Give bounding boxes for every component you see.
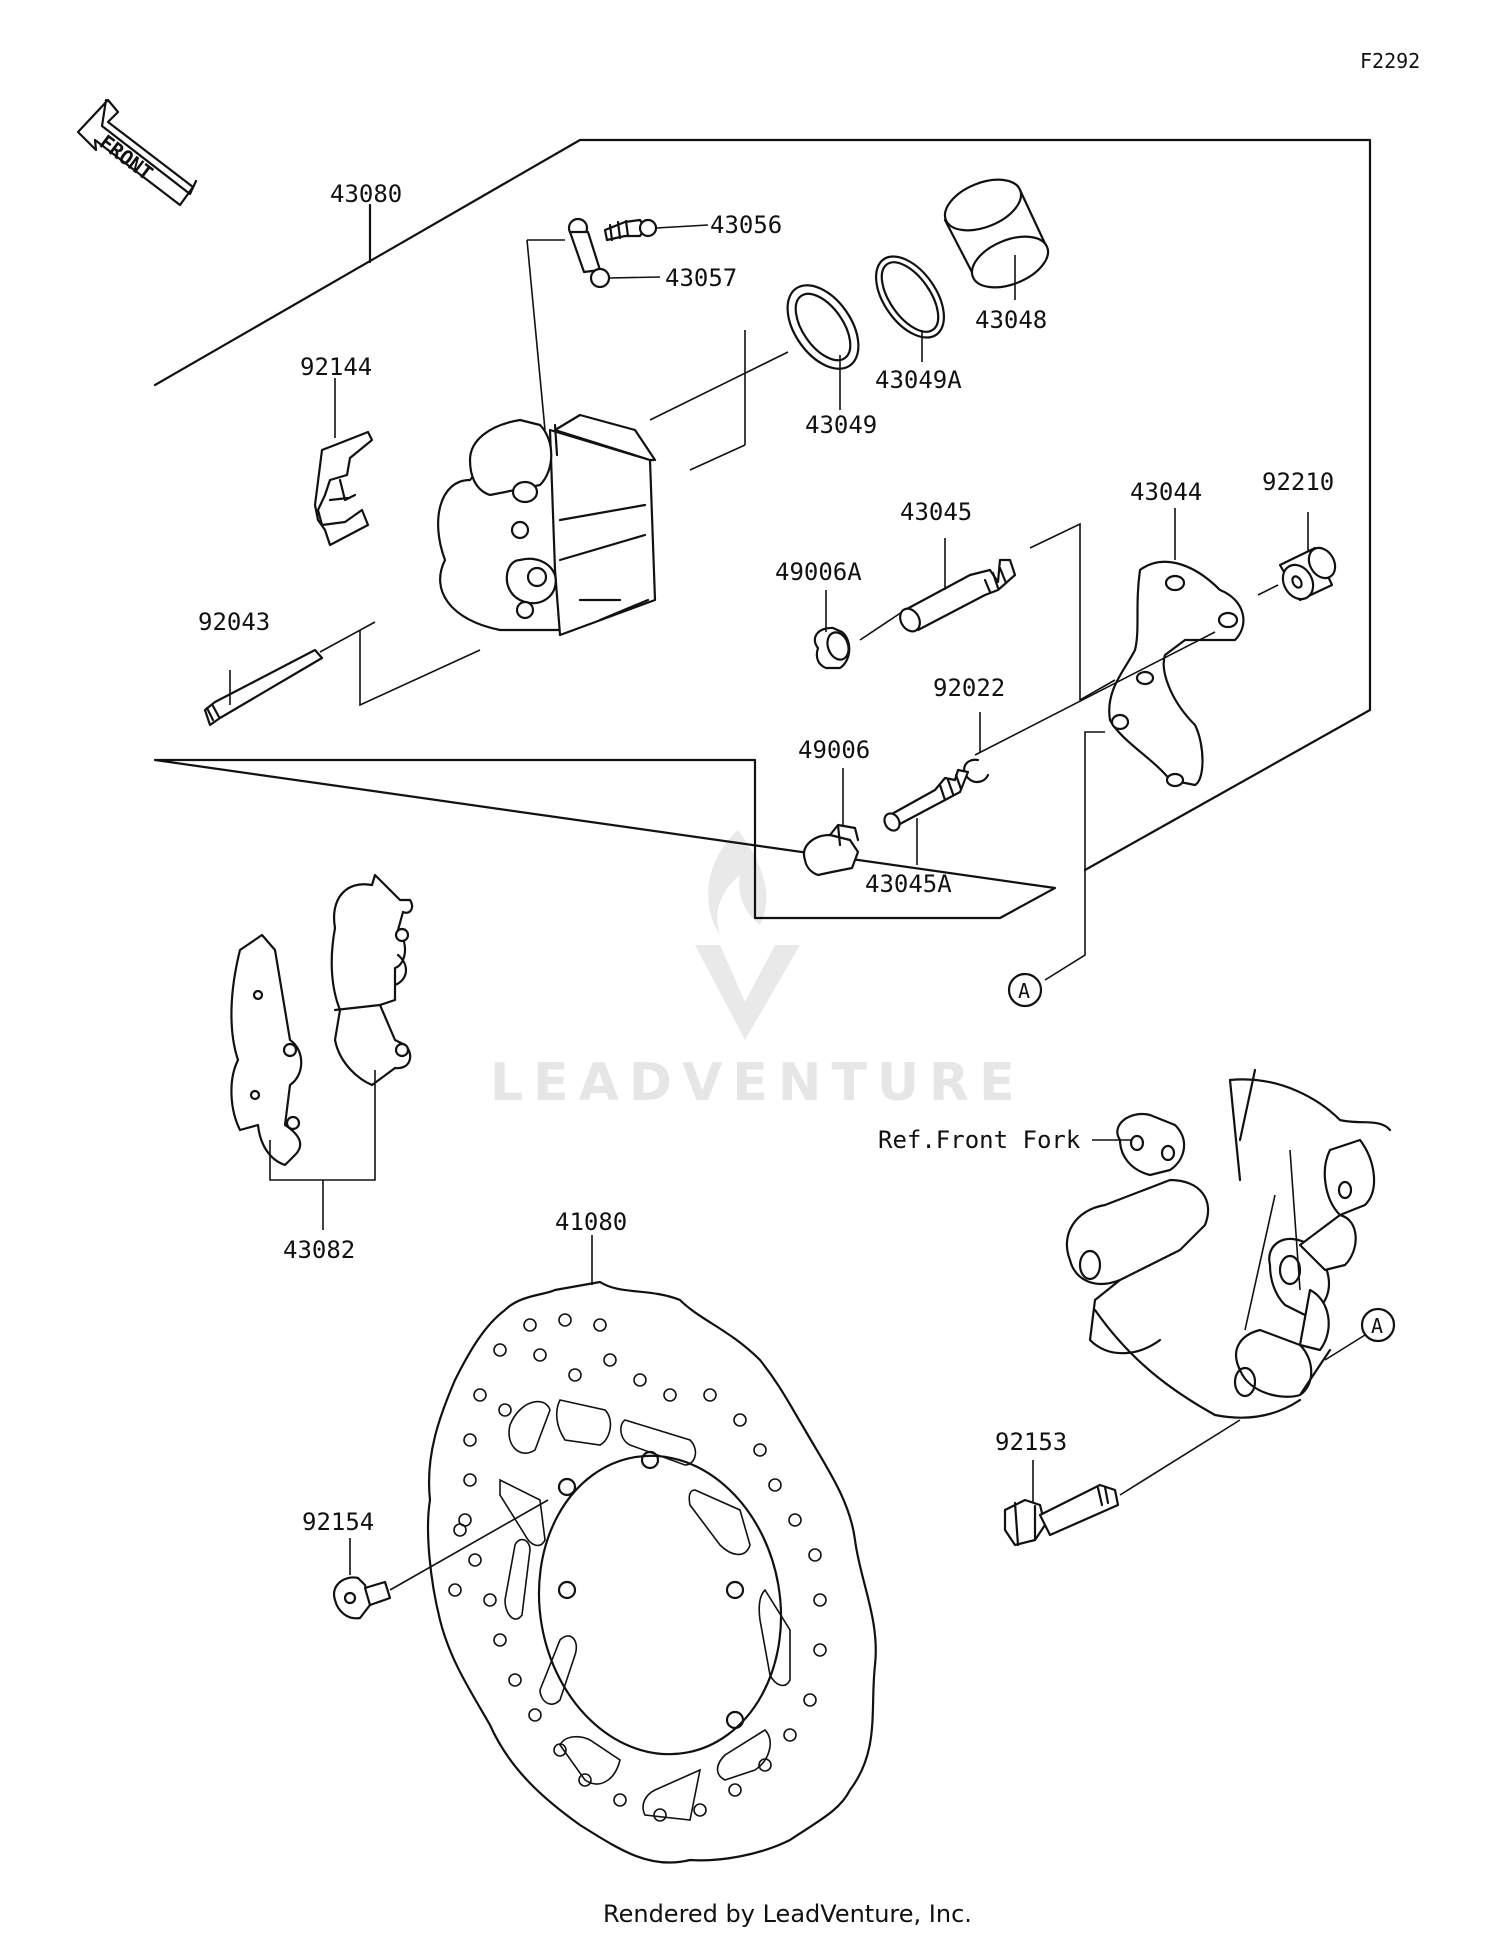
part-label-92153: 92153 xyxy=(995,1428,1067,1456)
callout-a-upper xyxy=(1007,972,1043,1008)
brake-disc xyxy=(426,1235,877,1864)
footer-credit: Rendered by LeadVenture, Inc. xyxy=(603,1900,972,1928)
slide-pin-43045a xyxy=(883,768,970,865)
piston-seal-large xyxy=(786,284,860,410)
part-label-49006a: 49006A xyxy=(775,558,862,586)
circlip-92022 xyxy=(963,712,990,784)
front-arrow-text: FRONT xyxy=(95,130,158,185)
front-fork xyxy=(1065,1068,1392,1419)
front-arrow-icon: FRONT xyxy=(76,98,198,207)
figure-code: F2292 xyxy=(1360,49,1420,73)
boot-49006a xyxy=(813,590,906,670)
caliper-piston xyxy=(943,178,1050,300)
part-label-92144: 92144 xyxy=(300,353,372,381)
part-label-43045: 43045 xyxy=(900,498,972,526)
part-label-43082: 43082 xyxy=(283,1236,355,1264)
bushing-92210 xyxy=(1257,512,1337,602)
part-label-92022: 92022 xyxy=(933,674,1005,702)
part-label-43080: 43080 xyxy=(330,180,402,208)
assembly-boundary-43080 xyxy=(153,138,1372,920)
part-label-43044: 43044 xyxy=(1130,478,1202,506)
part-label-43048: 43048 xyxy=(975,306,1047,334)
mounting-bolt xyxy=(1003,1419,1241,1547)
watermark: LEADVENTURE xyxy=(490,830,1025,1113)
part-label-92043: 92043 xyxy=(198,608,270,636)
disc-screw xyxy=(332,1499,549,1620)
part-label-43045a: 43045A xyxy=(865,870,952,898)
boot-49006 xyxy=(802,768,860,877)
callout-a-upper-letter: A xyxy=(1018,979,1030,1003)
piston-seal-small xyxy=(874,255,946,362)
bleeder-cap xyxy=(567,217,661,289)
bleeder-valve xyxy=(603,218,709,242)
part-label-92210: 92210 xyxy=(1262,468,1334,496)
brake-pad-right xyxy=(330,873,414,1087)
slide-pin-43045 xyxy=(899,522,1116,702)
part-label-43049a: 43049A xyxy=(875,366,962,394)
part-label-43049: 43049 xyxy=(805,411,877,439)
brake-pad-left xyxy=(230,933,303,1167)
callout-a-lower xyxy=(1360,1307,1396,1343)
part-label-43056: 43056 xyxy=(710,211,782,239)
caliper-bracket xyxy=(1108,508,1245,788)
part-label-43057: 43057 xyxy=(665,264,737,292)
pad-spring xyxy=(313,378,374,547)
part-label-41080: 41080 xyxy=(555,1208,627,1236)
part-label-49006: 49006 xyxy=(798,736,870,764)
caliper-body xyxy=(437,413,657,637)
caliper-pin xyxy=(203,621,376,727)
reference-label-front-fork: Ref.Front Fork xyxy=(878,1126,1081,1154)
watermark-text: LEADVENTURE xyxy=(490,1053,1025,1113)
part-labels: 43080 43056 43057 43048 43049A 43049 921… xyxy=(198,180,1334,1536)
part-label-92154: 92154 xyxy=(302,1508,374,1536)
callout-a-lower-letter: A xyxy=(1371,1314,1383,1338)
